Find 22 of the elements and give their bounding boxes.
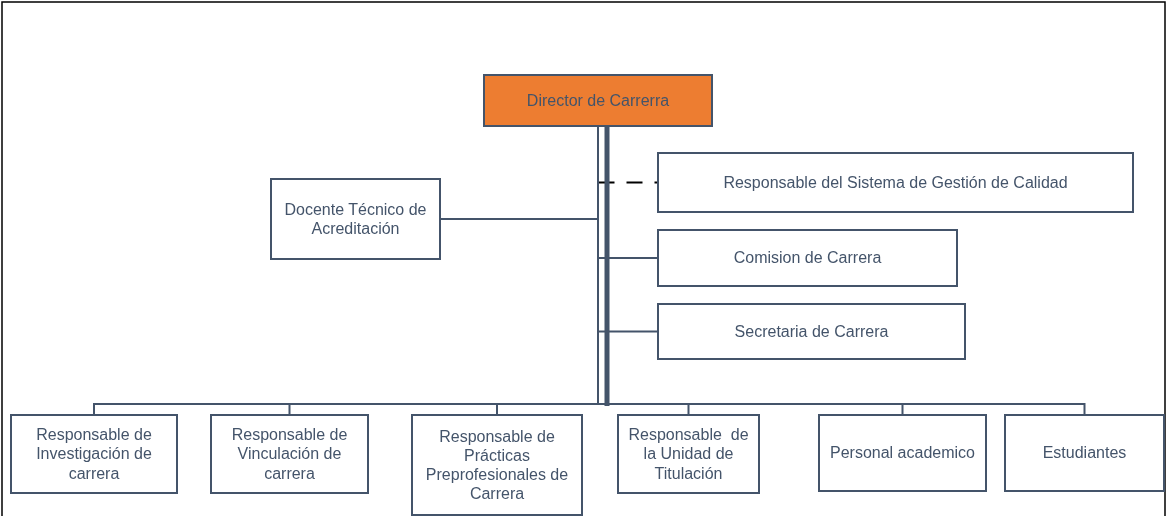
role-box (10, 414, 178, 494)
role-title: Comision de Carrera (733, 248, 882, 268)
role-title: Personal academico (830, 443, 975, 463)
role-title: Responsable de Investigación de carrera (35, 425, 153, 483)
role-title: Secretaria de Carrera (734, 321, 889, 342)
role-title: Responsable de Vinculación de carrera (230, 425, 349, 483)
role-box (657, 303, 966, 360)
role-title: Responsable del Sistema de Gestión de Calidad (723, 172, 1068, 193)
role-box (210, 414, 369, 494)
role-title: Docente Técnico de Acreditación (283, 199, 428, 239)
role-box (270, 178, 441, 260)
role-title: Estudiantes (1042, 443, 1127, 463)
role-box (818, 414, 987, 492)
director-box (483, 74, 713, 127)
role-box (617, 414, 760, 494)
role-title: Responsable de la Unidad de Titulación (627, 425, 750, 483)
role-box (657, 229, 958, 287)
role-box (411, 414, 583, 516)
role-box (1004, 414, 1165, 492)
role-title: Director de Carrerra (526, 90, 670, 111)
role-box (657, 152, 1134, 213)
role-title: Responsable de Prácticas Preprofesionales de Carrera (424, 426, 570, 504)
